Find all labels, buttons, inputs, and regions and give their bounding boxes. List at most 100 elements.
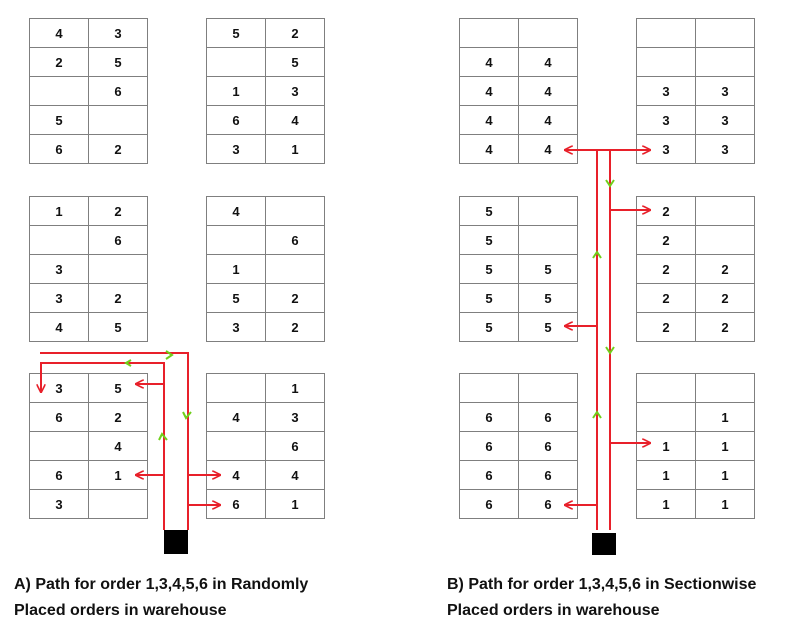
- rack-cell: 6: [29, 134, 89, 164]
- rack-cell: 5: [265, 47, 325, 77]
- panel-a-route-loop: [41, 362, 165, 530]
- rack-cell: 3: [265, 402, 325, 432]
- rack-cell: 4: [265, 105, 325, 135]
- rack-cell: 4: [459, 47, 519, 77]
- rack-cell: 5: [206, 18, 266, 48]
- rack-cell: 1: [695, 489, 755, 519]
- rack-cell: 5: [88, 47, 148, 77]
- rack-cell: 2: [695, 283, 755, 313]
- rack-cell: [695, 196, 755, 226]
- rack-cell: 6: [459, 402, 519, 432]
- panel-a-direction-marks: [124, 350, 192, 441]
- rack-cell: 2: [636, 283, 696, 313]
- rack-cell: 3: [206, 134, 266, 164]
- rack-cell: 6: [518, 402, 578, 432]
- panel-b-caption-line-2: Placed orders in warehouse: [447, 602, 660, 619]
- rack-cell: 4: [459, 105, 519, 135]
- rack-cell: 4: [459, 134, 519, 164]
- rack-row: [636, 47, 755, 77]
- panel-b-start-block: [592, 533, 616, 555]
- rack-cell: [206, 47, 266, 77]
- panel-a-route-return: [40, 352, 189, 530]
- rack-cell: 2: [695, 312, 755, 342]
- rack-cell: [695, 225, 755, 255]
- rack-cell: 2: [265, 312, 325, 342]
- rack-cell: 4: [29, 18, 89, 48]
- rack-cell: [29, 431, 89, 461]
- rack-cell: 2: [88, 134, 148, 164]
- rack-cell: 6: [265, 431, 325, 461]
- panel-b-direction-marks: [592, 179, 615, 419]
- rack-row: 6: [29, 76, 148, 106]
- rack-cell: 1: [265, 134, 325, 164]
- rack-cell: 1: [265, 489, 325, 519]
- rack-cell: [518, 18, 578, 48]
- rack-row: 4: [29, 431, 148, 461]
- rack-cell: [88, 105, 148, 135]
- rack-cell: 4: [88, 431, 148, 461]
- rack-cell: 4: [518, 76, 578, 106]
- rack-cell: [518, 225, 578, 255]
- panel-b-caption: B) Path for order 1,3,4,5,6 in Sectionwi…: [447, 572, 756, 624]
- rack-cell: 2: [88, 196, 148, 226]
- rack-cell: [636, 18, 696, 48]
- rack-cell: 3: [206, 312, 266, 342]
- rack-cell: 6: [459, 489, 519, 519]
- panel-b-caption-line-1: B) Path for order 1,3,4,5,6 in Sectionwi…: [447, 576, 757, 593]
- rack-cell: 2: [265, 283, 325, 313]
- rack-cell: [29, 225, 89, 255]
- panel-a-path: [40, 352, 220, 530]
- rack-cell: 1: [636, 489, 696, 519]
- rack-cell: 2: [695, 254, 755, 284]
- rack-row: 3: [29, 254, 148, 284]
- rack-row: 5: [29, 105, 148, 135]
- panel-a-start-block: [164, 530, 188, 554]
- panel-a-caption-line-2: Placed orders in warehouse: [14, 602, 227, 619]
- rack-cell: 5: [88, 312, 148, 342]
- rack-cell: 4: [206, 402, 266, 432]
- panel-a-caption: A) Path for order 1,3,4,5,6 in Randomly …: [14, 572, 308, 624]
- rack-cell: 6: [518, 489, 578, 519]
- rack-cell: [29, 76, 89, 106]
- rack-cell: 2: [88, 402, 148, 432]
- rack-cell: [206, 373, 266, 403]
- rack-cell: 6: [88, 76, 148, 106]
- rack-cell: 2: [88, 283, 148, 313]
- rack-cell: 5: [459, 254, 519, 284]
- rack-cell: 4: [518, 47, 578, 77]
